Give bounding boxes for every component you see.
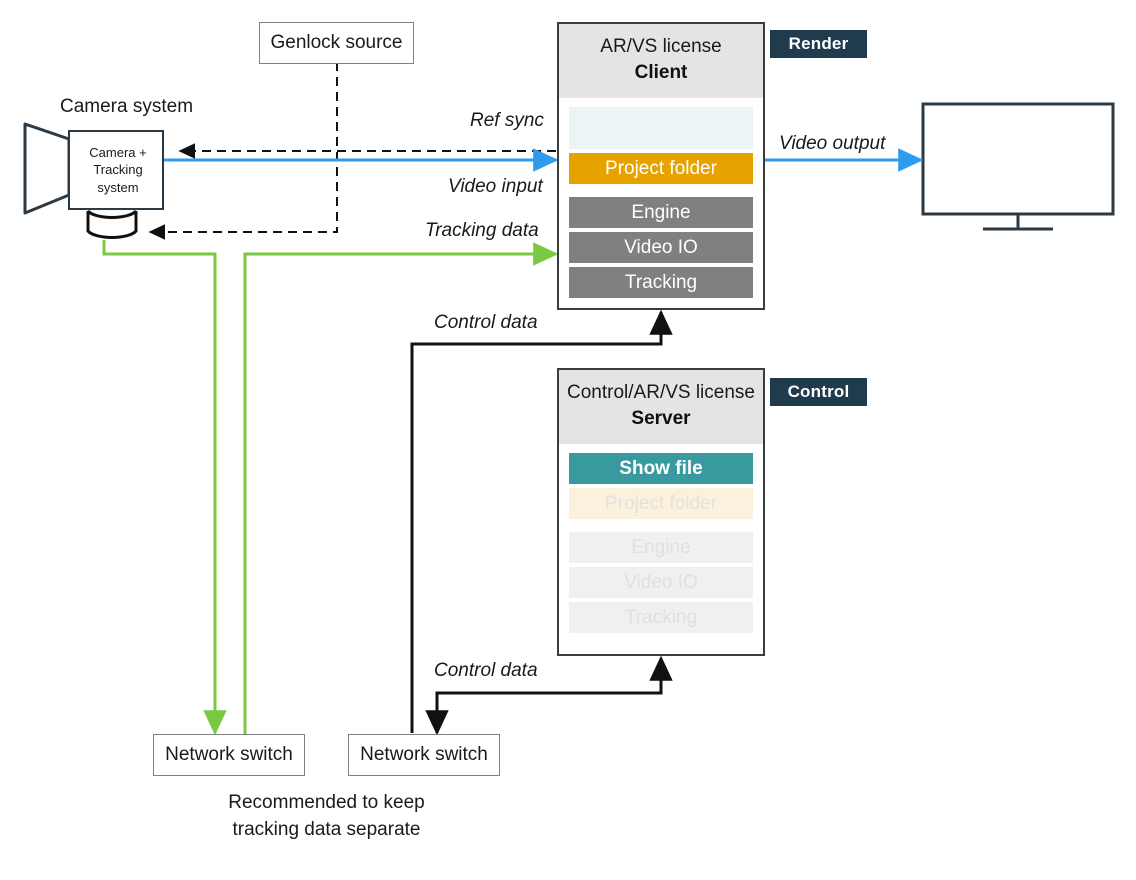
server-row-video-io[interactable]: Video IO — [569, 567, 753, 599]
server-row-project-folder[interactable]: Project folder — [569, 488, 753, 520]
render-badge-label: Render — [788, 34, 849, 53]
server-module-list: Show file Project folder Engine Video IO… — [559, 444, 763, 647]
control-badge: Control — [770, 378, 867, 406]
server-row-show-file[interactable]: Show file — [569, 453, 753, 485]
render-badge: Render — [770, 30, 867, 58]
client-row-video-io[interactable]: Video IO — [569, 232, 753, 264]
monitor-icon — [921, 102, 1115, 231]
genlock-source-label: Genlock source — [270, 32, 403, 53]
client-row-engine[interactable]: Engine — [569, 197, 753, 229]
video-camera-icon — [23, 122, 71, 215]
label-control-data-client: Control data — [434, 312, 538, 333]
wire-genlock-trunk — [148, 62, 338, 240]
server-role-label: Server — [631, 408, 691, 430]
client-row-project-folder[interactable]: Project folder — [569, 153, 753, 185]
network-switch-tracking[interactable]: Network switch — [153, 734, 305, 776]
server-license-label: Control/AR/VS license — [567, 382, 755, 403]
camera-system-label: Camera system — [60, 96, 194, 117]
server-card[interactable]: Control/AR/VS license Server Show file P… — [557, 368, 765, 656]
camera-body-label: Camera + Tracking system — [89, 144, 147, 195]
client-card[interactable]: AR/VS license Client Project folder Engi… — [557, 22, 765, 310]
client-card-header: AR/VS license Client — [559, 24, 763, 99]
label-video-output: Video output — [779, 133, 886, 154]
client-row-tracking[interactable]: Tracking — [569, 267, 753, 299]
tracking-separation-note: Recommended to keep tracking data separa… — [228, 792, 425, 840]
server-row-tracking[interactable]: Tracking — [569, 602, 753, 634]
camera-body-box — [68, 130, 164, 210]
label-ref-sync: Ref sync — [470, 110, 544, 131]
client-row-blank[interactable] — [569, 107, 753, 150]
client-role-label: Client — [634, 62, 688, 84]
network-switch-control[interactable]: Network switch — [348, 734, 500, 776]
client-license-label: AR/VS license — [600, 36, 722, 57]
server-row-engine[interactable]: Engine — [569, 532, 753, 564]
label-tracking-data: Tracking data — [425, 220, 539, 241]
control-badge-label: Control — [787, 382, 850, 401]
network-switch-control-label: Network switch — [360, 744, 488, 765]
label-control-data-server: Control data — [434, 660, 538, 681]
tracking-puck-icon — [86, 209, 138, 239]
genlock-source-box[interactable]: Genlock source — [259, 22, 414, 64]
wire-tracking-data-to-switch — [102, 240, 227, 736]
server-card-header: Control/AR/VS license Server — [559, 370, 763, 445]
network-switch-tracking-label: Network switch — [165, 744, 293, 765]
client-module-list: Project folder Engine Video IO Tracking — [559, 98, 763, 312]
label-video-input: Video input — [448, 176, 543, 197]
